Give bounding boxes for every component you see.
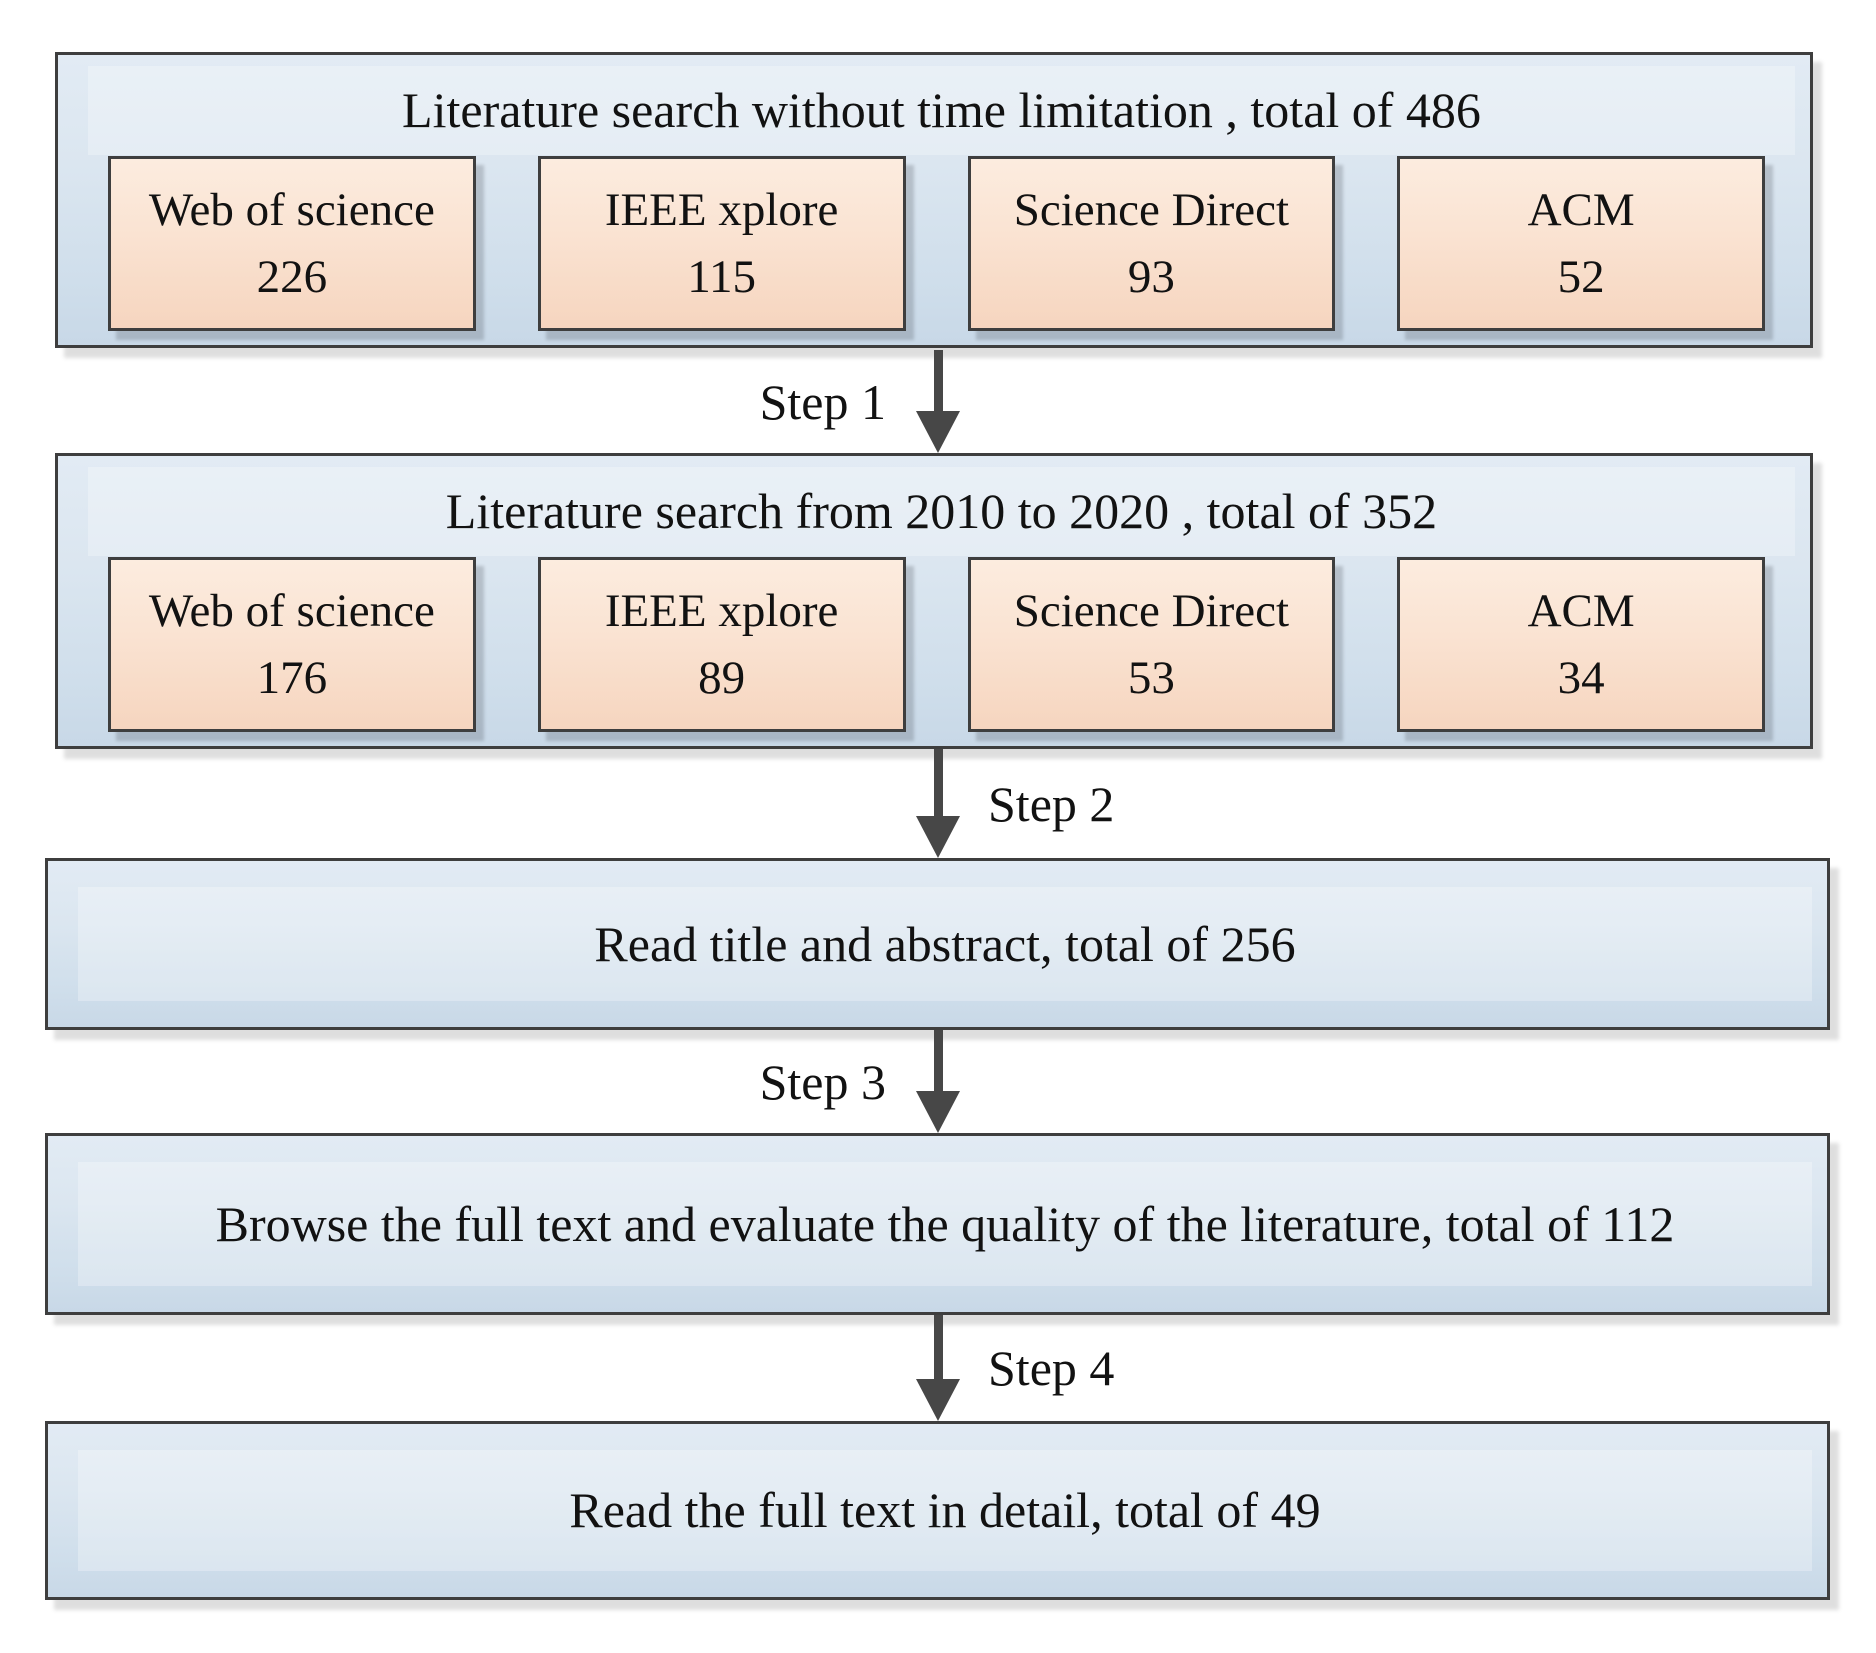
source-count: 89 bbox=[698, 651, 746, 704]
down-arrow-icon bbox=[916, 350, 960, 453]
step-label: Step 4 bbox=[988, 1340, 1115, 1396]
stage-title: Read title and abstract, total of 256 bbox=[78, 887, 1812, 1001]
source-count: 176 bbox=[256, 651, 328, 704]
source-box-web-of-science: Web of science 226 bbox=[108, 156, 476, 331]
stage-box-read-full-text-detail: Read the full text in detail, total of 4… bbox=[45, 1421, 1830, 1600]
source-name: IEEE xplore bbox=[604, 183, 839, 236]
source-name: Web of science bbox=[148, 183, 435, 236]
arrow-stem bbox=[933, 1030, 943, 1091]
source-box-ieee-xplore: IEEE xplore 89 bbox=[537, 557, 906, 732]
stage-box-read-title-abstract: Read title and abstract, total of 256 bbox=[45, 858, 1830, 1030]
arrow-head bbox=[916, 1379, 960, 1421]
source-name: Science Direct bbox=[1013, 183, 1290, 236]
source-count: 52 bbox=[1557, 250, 1605, 303]
down-arrow-icon bbox=[916, 1315, 960, 1421]
source-name: Web of science bbox=[148, 584, 435, 637]
source-count: 115 bbox=[687, 250, 756, 303]
stage-box-search-no-time-limit: Literature search without time limitatio… bbox=[55, 52, 1813, 348]
step-label: Step 2 bbox=[988, 775, 1115, 832]
source-box-science-direct: Science Direct 53 bbox=[967, 557, 1336, 732]
source-name: Science Direct bbox=[1013, 584, 1290, 637]
down-arrow-icon bbox=[916, 1030, 960, 1133]
arrow-stem bbox=[933, 350, 943, 411]
stage-title: Read the full text in detail, total of 4… bbox=[78, 1450, 1812, 1571]
source-box-web-of-science: Web of science 176 bbox=[108, 557, 476, 732]
source-box-ieee-xplore: IEEE xplore 115 bbox=[537, 156, 906, 331]
stage-box-search-2010-2020: Literature search from 2010 to 2020 , to… bbox=[55, 453, 1813, 749]
step-connector-2: Step 2 bbox=[0, 749, 1876, 858]
stage-box-browse-full-text: Browse the full text and evaluate the qu… bbox=[45, 1133, 1830, 1315]
arrow-head bbox=[916, 1091, 960, 1133]
step-connector-3: Step 3 bbox=[0, 1030, 1876, 1133]
down-arrow-icon bbox=[916, 749, 960, 858]
source-name: IEEE xplore bbox=[604, 584, 839, 637]
arrow-stem bbox=[933, 749, 943, 816]
arrow-head bbox=[916, 816, 960, 858]
step-connector-1: Step 1 bbox=[0, 350, 1876, 453]
source-count: 93 bbox=[1127, 250, 1175, 303]
source-row: Web of science 226 IEEE xplore 115 Scien… bbox=[58, 155, 1810, 331]
stage-title: Literature search without time limitatio… bbox=[88, 66, 1795, 155]
arrow-head bbox=[916, 411, 960, 453]
source-box-science-direct: Science Direct 93 bbox=[967, 156, 1336, 331]
source-name: ACM bbox=[1527, 183, 1635, 236]
source-name: ACM bbox=[1527, 584, 1635, 637]
step-connector-4: Step 4 bbox=[0, 1315, 1876, 1421]
source-count: 34 bbox=[1557, 651, 1605, 704]
source-box-acm: ACM 34 bbox=[1397, 557, 1765, 732]
step-label: Step 3 bbox=[759, 1053, 886, 1110]
stage-title: Browse the full text and evaluate the qu… bbox=[78, 1162, 1812, 1286]
source-box-acm: ACM 52 bbox=[1397, 156, 1765, 331]
step-label: Step 1 bbox=[759, 373, 886, 430]
source-count: 53 bbox=[1127, 651, 1175, 704]
source-row: Web of science 176 IEEE xplore 89 Scienc… bbox=[58, 556, 1810, 732]
stage-title: Literature search from 2010 to 2020 , to… bbox=[88, 467, 1795, 556]
arrow-stem bbox=[933, 1315, 943, 1379]
source-count: 226 bbox=[256, 250, 328, 303]
